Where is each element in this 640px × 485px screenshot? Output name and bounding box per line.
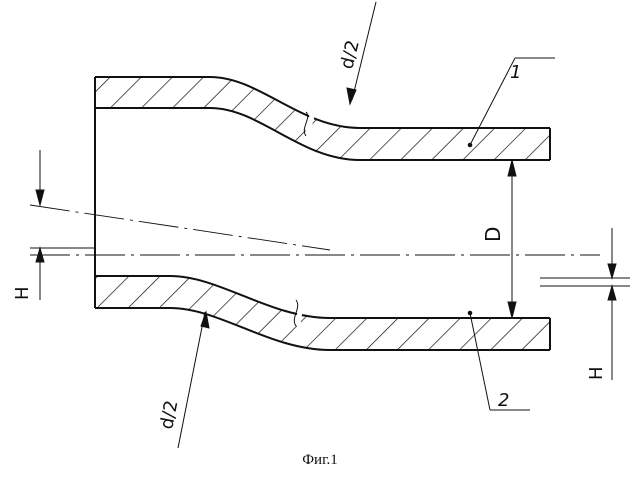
leader-d-half-bottom [178,312,209,448]
top-wall [90,70,560,170]
label-part-2: 2 [498,390,509,411]
label-diameter: D [481,227,505,242]
axis-lines [30,205,630,286]
dimension-d [508,160,516,318]
dimension-h-left [36,150,44,300]
bottom-wall [90,270,560,360]
label-h-left: H [12,286,33,300]
label-d-half-top: d/2 [336,38,363,71]
label-part-1: 1 [510,62,521,83]
label-d-half-bottom: d/2 [156,399,182,431]
label-h-right: H [586,366,607,380]
figure-caption: Фиг.1 [0,452,640,469]
dimension-h-right [608,228,616,380]
